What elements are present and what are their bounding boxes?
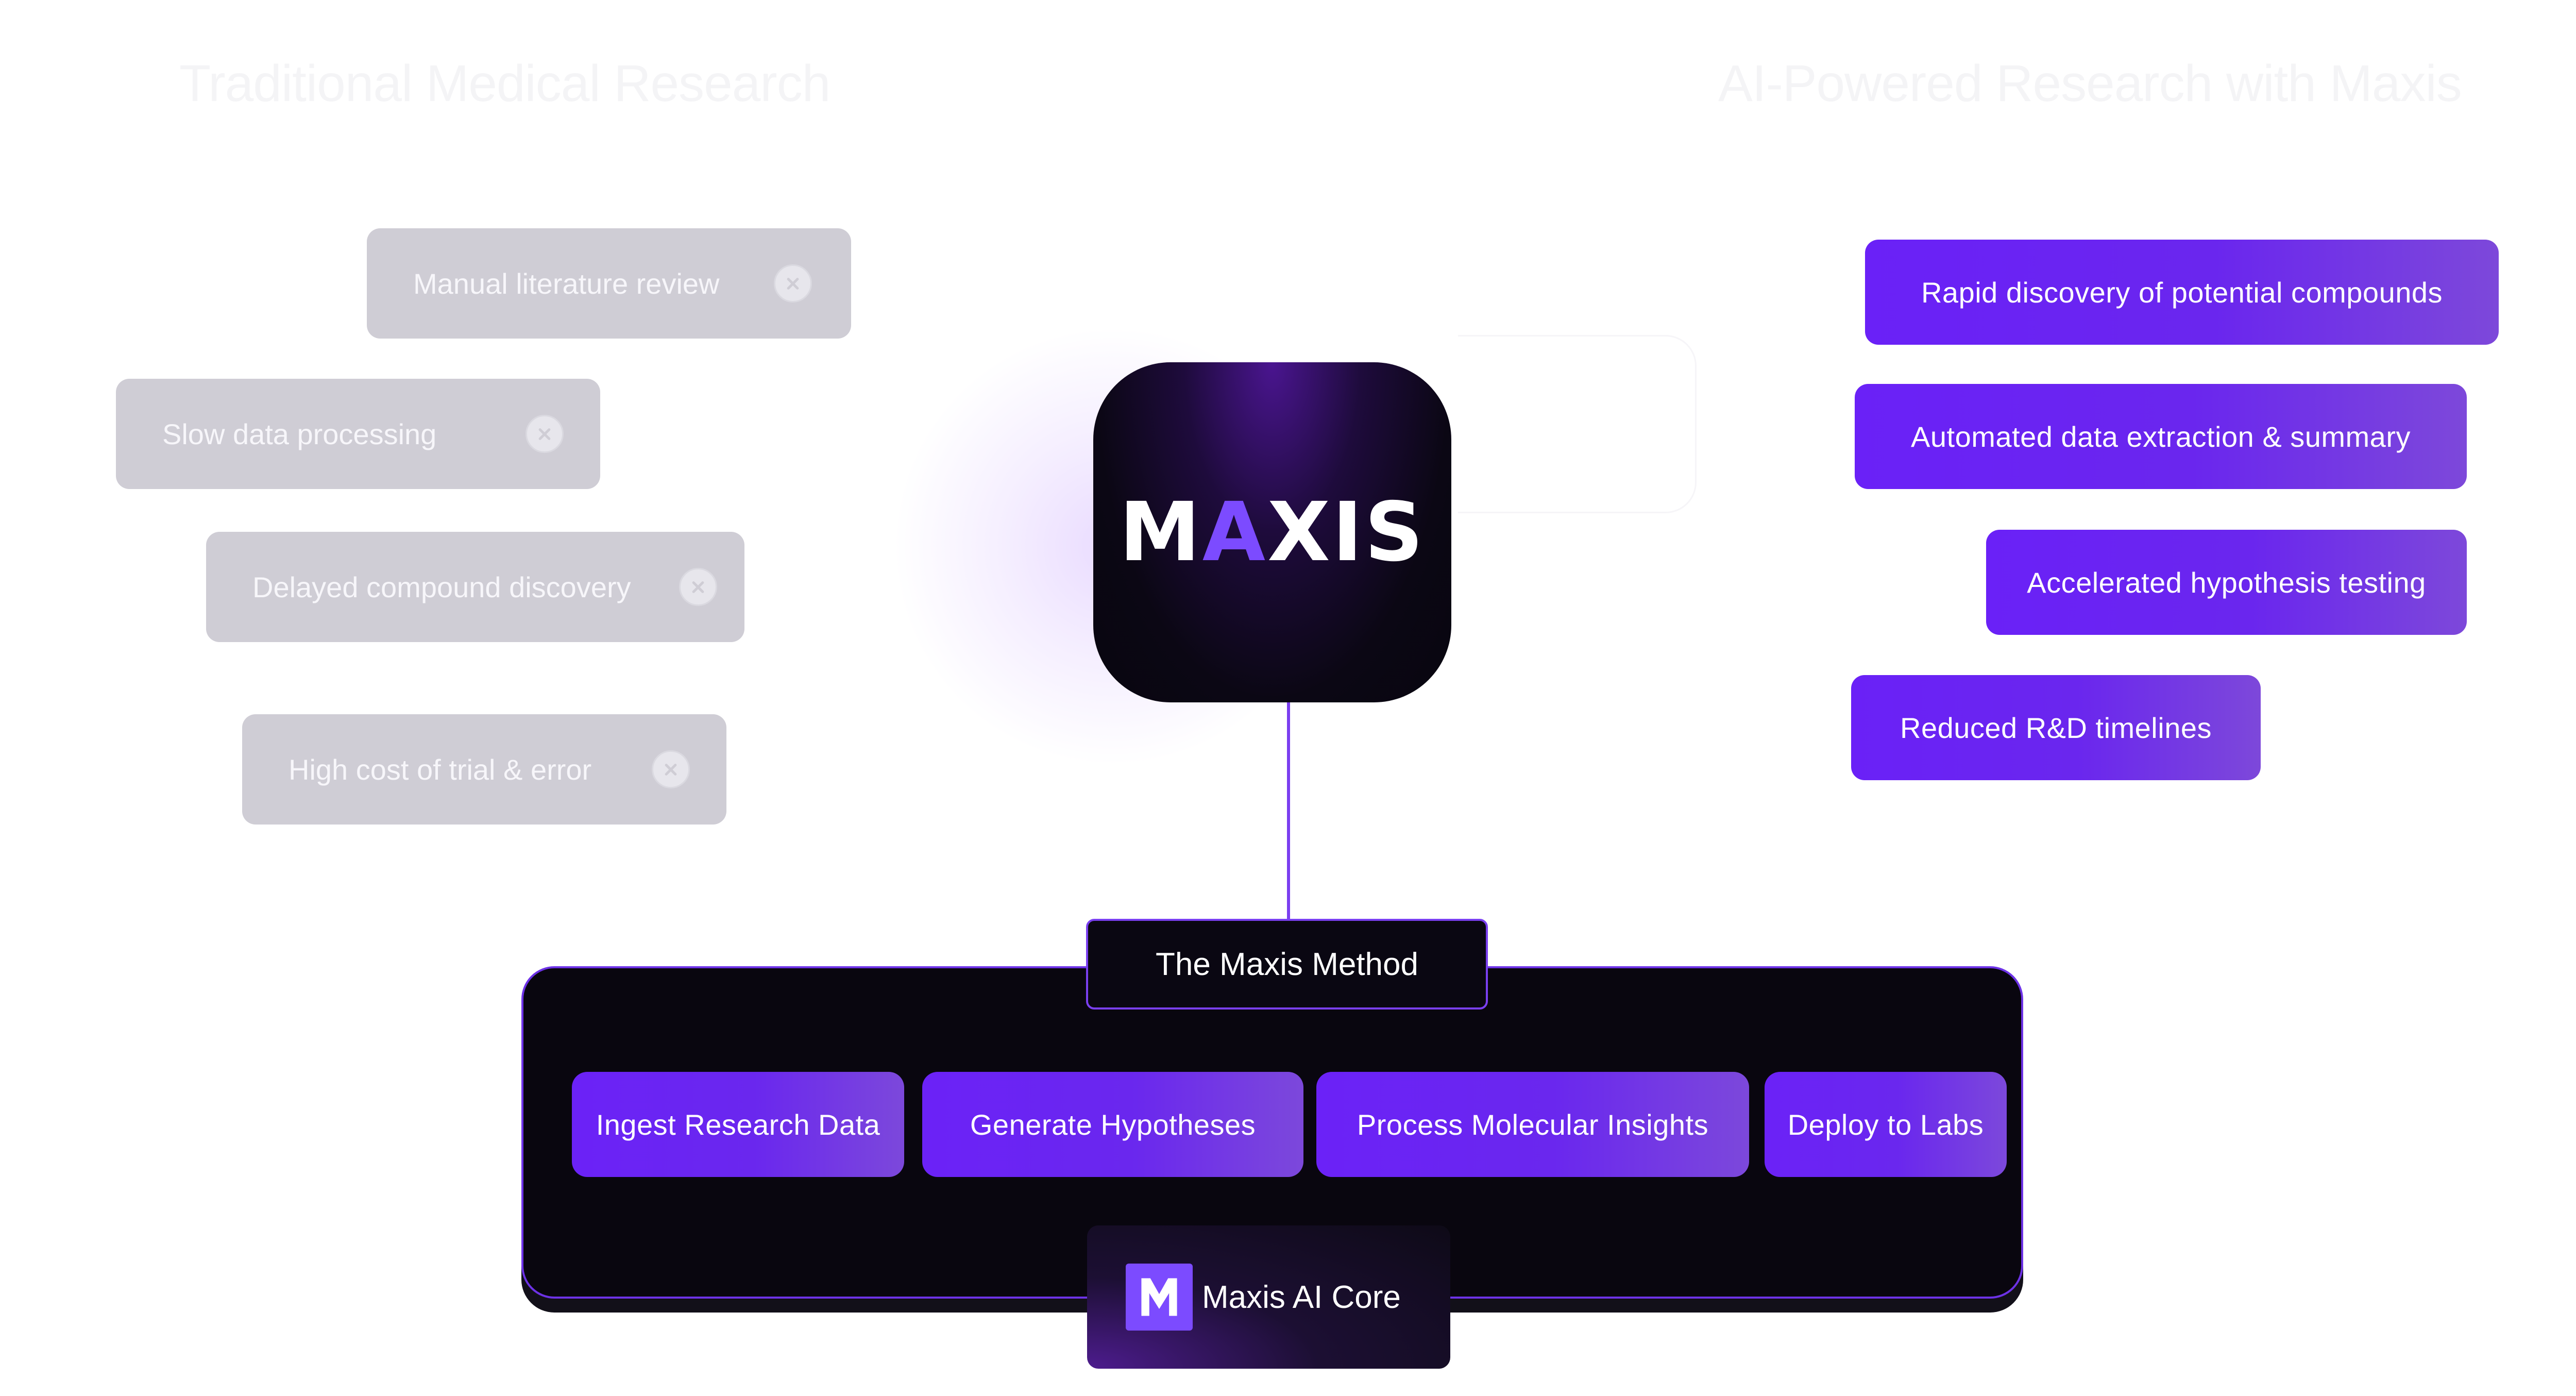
traditional-item: Manual literature review (367, 228, 851, 339)
connector-line (1458, 335, 1697, 513)
traditional-item: Delayed compound discovery (206, 532, 744, 642)
maxis-logo: MAXIS (1093, 362, 1451, 702)
method-step-label: Deploy to Labs (1787, 1108, 1984, 1141)
close-circle-icon (679, 568, 717, 606)
maxis-wordmark: MAXIS (1119, 485, 1426, 580)
traditional-item: High cost of trial & error (242, 714, 726, 825)
traditional-item-label: Manual literature review (413, 267, 720, 300)
ai-item: Accelerated hypothesis testing (1986, 530, 2467, 635)
core-label: Maxis AI Core (1202, 1279, 1401, 1315)
ai-item: Rapid discovery of potential compounds (1865, 240, 2499, 345)
ai-item-label: Automated data extraction & summary (1911, 420, 2411, 453)
close-circle-icon (526, 415, 564, 453)
ai-item-label: Accelerated hypothesis testing (2027, 566, 2426, 599)
traditional-item-label: Delayed compound discovery (252, 570, 631, 603)
method-step-label: Generate Hypotheses (970, 1108, 1256, 1141)
logo-to-method-line (1287, 702, 1290, 921)
maxis-m-icon (1126, 1264, 1193, 1331)
method-step: Deploy to Labs (1765, 1072, 2007, 1177)
method-title: The Maxis Method (1086, 919, 1488, 1010)
traditional-research-heading: Traditional Medical Research (179, 55, 831, 112)
ai-item: Automated data extraction & summary (1855, 384, 2467, 489)
ai-item-label: Rapid discovery of potential compounds (1921, 276, 2443, 309)
ai-item: Reduced R&D timelines (1851, 675, 2261, 780)
traditional-item-label: Slow data processing (162, 417, 437, 450)
close-circle-icon (774, 264, 812, 302)
method-step: Generate Hypotheses (922, 1072, 1303, 1177)
method-step-label: Process Molecular Insights (1357, 1108, 1709, 1141)
traditional-item-label: High cost of trial & error (289, 753, 592, 786)
maxis-ai-core: Maxis AI Core (1087, 1225, 1450, 1369)
method-step: Ingest Research Data (572, 1072, 904, 1177)
traditional-item: Slow data processing (116, 379, 600, 489)
ai-item-label: Reduced R&D timelines (1900, 711, 2212, 744)
method-step-label: Ingest Research Data (596, 1108, 880, 1141)
method-step: Process Molecular Insights (1316, 1072, 1749, 1177)
ai-research-heading: AI-Powered Research with Maxis (1718, 55, 2462, 112)
close-circle-icon (652, 750, 690, 788)
